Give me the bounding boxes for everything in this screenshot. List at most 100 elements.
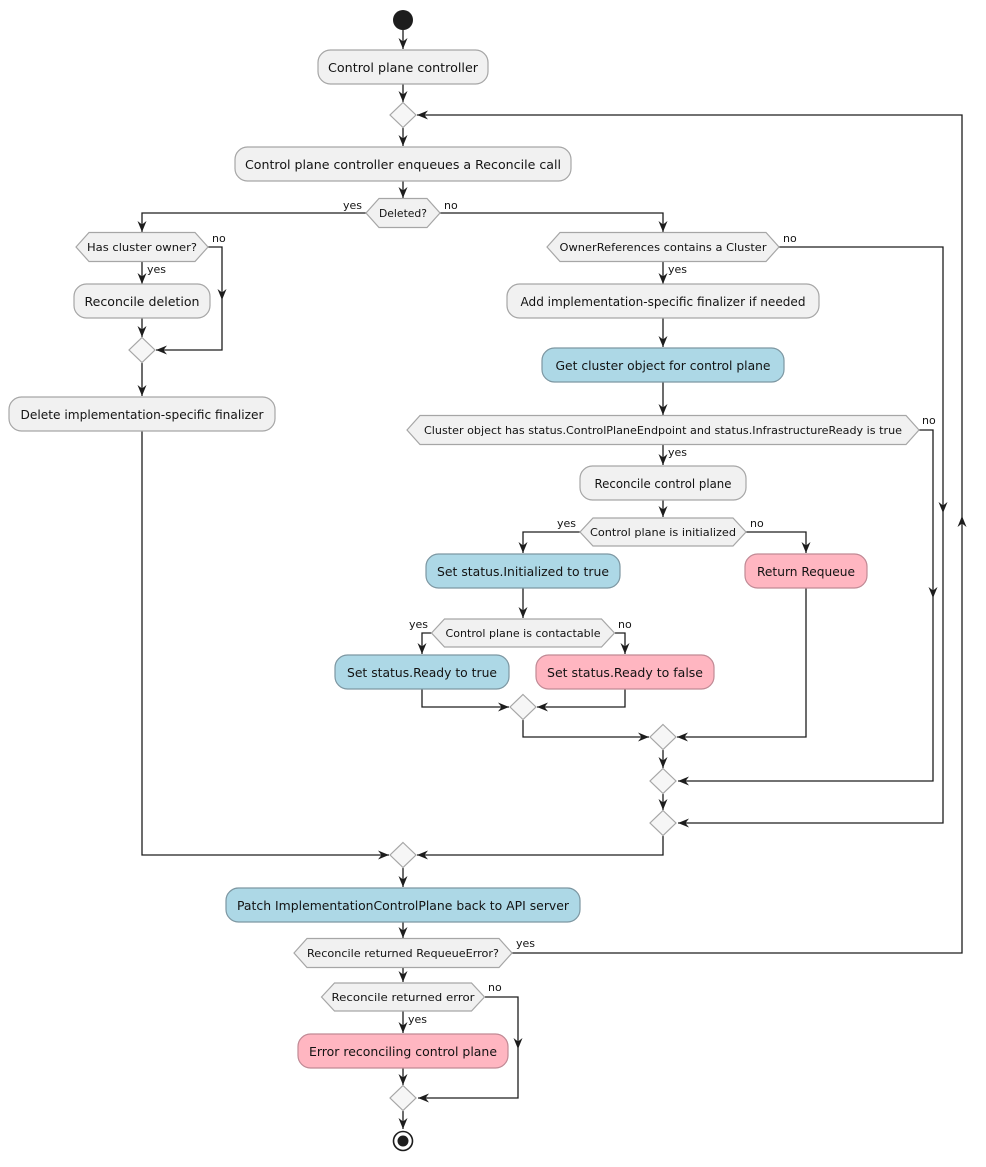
activity-control-plane-controller-label: Control plane controller [328,60,479,75]
arrowhead-icon [398,876,408,887]
mid-arrowhead-icon [957,516,967,527]
activity-set-initialized-true-label: Set status.Initialized to true [437,564,609,579]
arrowhead-icon [658,273,668,284]
activity-delete-finalizer-label: Delete implementation-specific finalizer [21,407,265,422]
merge-ownerref [649,809,677,837]
arrowhead-icon [418,1093,429,1103]
arrowhead-icon [137,273,147,284]
edge-patch-to-requeue-error [398,922,408,938]
arrowhead-icon [537,702,548,712]
edge-line [141,431,389,856]
edge-contactable-no: no [615,618,632,654]
decision-returned-error: Reconcile returned error [320,982,486,1012]
merge-initialized [649,723,677,751]
edge-add-finalizer-to-get-cluster [658,318,668,347]
arrowhead-icon [137,326,147,337]
activity-set-ready-true-label: Set status.Ready to true [347,665,497,680]
activity-return-requeue-label: Return Requeue [757,564,855,579]
merge-diamond-icon [649,809,677,837]
arrowhead-icon [518,607,528,618]
merge-diamond-icon [389,1084,417,1112]
decision-requeue-error-label: Reconcile returned RequeueError? [307,947,499,960]
arrowhead-icon [678,776,689,786]
edge-label-returned-error-yes: yes [408,1013,427,1026]
arrowhead-icon [398,38,408,49]
edge-initialized-no: no [746,517,811,553]
decision-shape [579,517,747,547]
edge-label-deleted-yes: yes [343,199,362,212]
edge-requeue-error-yes: yes [417,110,967,954]
arrowhead-icon [678,818,689,828]
edge-line [522,531,580,553]
activity-shape [73,283,211,319]
edge-line [141,212,366,232]
activity-add-finalizer: Add implementation-specific finalizer if… [506,283,820,319]
edge-main-merge-to-patch [398,868,408,887]
edge-ready-true-to-merge [421,689,509,712]
edge-delete-finalizer-to-main-merge [141,431,389,860]
edge-controller-to-loop [398,84,408,102]
arrowhead-icon [801,542,811,553]
activity-set-ready-false: Set status.Ready to false [535,654,715,690]
decision-shape [546,231,780,263]
activity-reconcile-deletion: Reconcile deletion [73,283,211,319]
edge-label-contactable-no: no [618,618,632,631]
edge-line [522,720,649,738]
start-circle-icon [393,10,413,30]
activity-add-finalizer-label: Add implementation-specific finalizer if… [521,294,806,309]
edge-label-contactable-yes: yes [409,618,428,631]
edge-line [615,632,626,654]
activity-set-ready-true: Set status.Ready to true [334,654,510,690]
activity-patch-implementation: Patch ImplementationControlPlane back to… [225,887,581,923]
edge-label-cluster-ready-no: no [922,414,936,427]
edge-line [440,212,664,232]
decision-has-cluster-owner-label: Has cluster owner? [87,241,197,254]
activity-shape [234,146,572,182]
edge-line [678,246,944,824]
arrowhead-icon [398,135,408,146]
arrowhead-icon [658,454,668,465]
activity-control-plane-controller: Control plane controller [317,49,489,85]
arrowhead-icon [398,187,408,198]
activity-get-cluster-object: Get cluster object for control plane [541,347,785,383]
merge-ready [509,693,537,721]
decision-requeue-error: Reconcile returned RequeueError? [293,937,513,969]
edge-cluster-ready-no: no [678,414,938,786]
edge-line [678,429,934,782]
decision-ownerreferences-label: OwnerReferences contains a Cluster [560,241,767,254]
decision-shape [293,937,513,969]
arrowhead-icon [398,91,408,102]
decision-deleted-label: Deleted? [379,207,427,220]
mid-arrowhead-icon [928,587,938,598]
edge-line [677,588,807,738]
decision-returned-error-label: Reconcile returned error [332,991,476,1004]
arrowhead-icon [638,732,649,742]
decision-ownerreferences: OwnerReferences contains a Cluster [546,231,780,263]
activity-shape [334,654,510,690]
activity-shape [744,553,868,589]
edge-owner-yes: yes [137,262,166,284]
activity-reconcile-control-plane-label: Reconcile control plane [595,476,732,491]
arrowhead-icon [658,336,668,347]
edge-init-merge-to-cluster-merge [658,750,668,768]
arrowhead-icon [658,221,668,232]
edge-set-init-to-contactable [518,588,528,618]
decision-shape [365,197,441,229]
activity-shape [225,887,581,923]
edge-deletion-to-merge [137,318,147,337]
edge-owner-no: no [156,232,227,355]
edge-label-ownerref-no: no [783,232,797,245]
arrowhead-icon [498,702,509,712]
merge-reconcile-loop [389,101,417,129]
edge-label-initialized-yes: yes [557,517,576,530]
decision-has-cluster-owner: Has cluster owner? [75,231,209,263]
arrowhead-icon [658,757,668,768]
arrowhead-icon [398,927,408,938]
edge-returned-error-no: no [418,981,523,1103]
edge-requeue-error-no [398,968,408,982]
activity-enqueue-reconcile: Control plane controller enqueues a Reco… [234,146,572,182]
activity-set-ready-false-label: Set status.Ready to false [547,665,703,680]
decision-cluster-ready-label: Cluster object has status.ControlPlaneEn… [424,424,902,437]
